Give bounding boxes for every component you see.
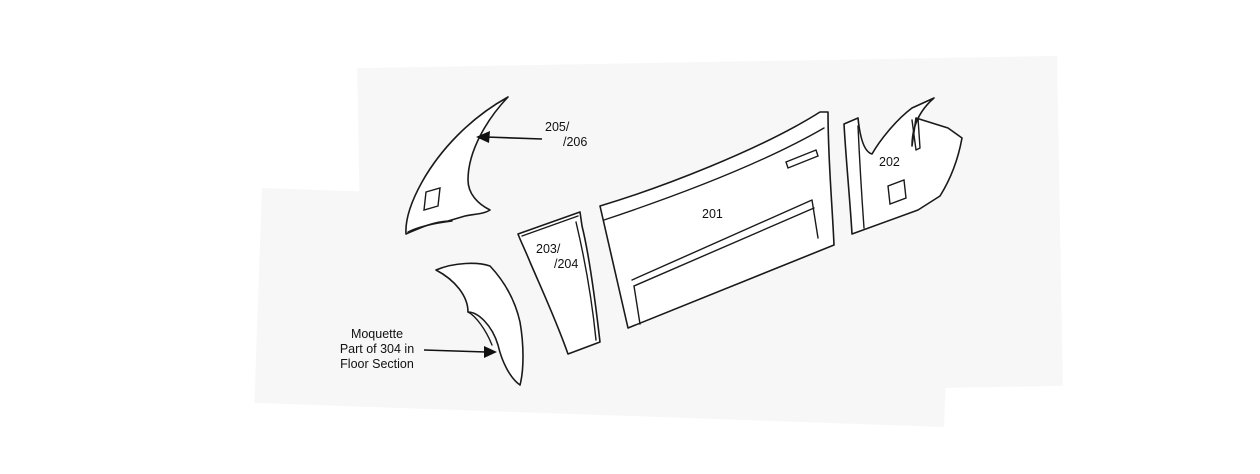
- label-203: 203/: [536, 242, 561, 256]
- arrow-moquette: [423, 346, 497, 358]
- label-moquette-line1: Moquette: [350, 327, 404, 341]
- label-204: /204: [554, 257, 579, 271]
- label-206: /206: [563, 135, 588, 149]
- panel-201: [599, 111, 835, 329]
- arrow-205-206: [476, 131, 543, 143]
- label-203-204: 203/ /204: [536, 242, 578, 272]
- panel-203-204: [517, 211, 601, 355]
- label-205-206: 205/ /206: [545, 120, 587, 150]
- panel-202: [843, 97, 963, 235]
- label-moquette: Moquette Part of 304 in Floor Section: [330, 327, 424, 372]
- panel-205-206: [405, 96, 509, 235]
- label-moquette-line2: Part of 304 in: [339, 342, 415, 356]
- panel-moquette: [435, 262, 524, 386]
- label-201: 201: [702, 207, 723, 221]
- label-202: 202: [879, 155, 900, 169]
- label-205: 205/: [545, 120, 570, 134]
- label-moquette-line3: Floor Section: [340, 357, 414, 371]
